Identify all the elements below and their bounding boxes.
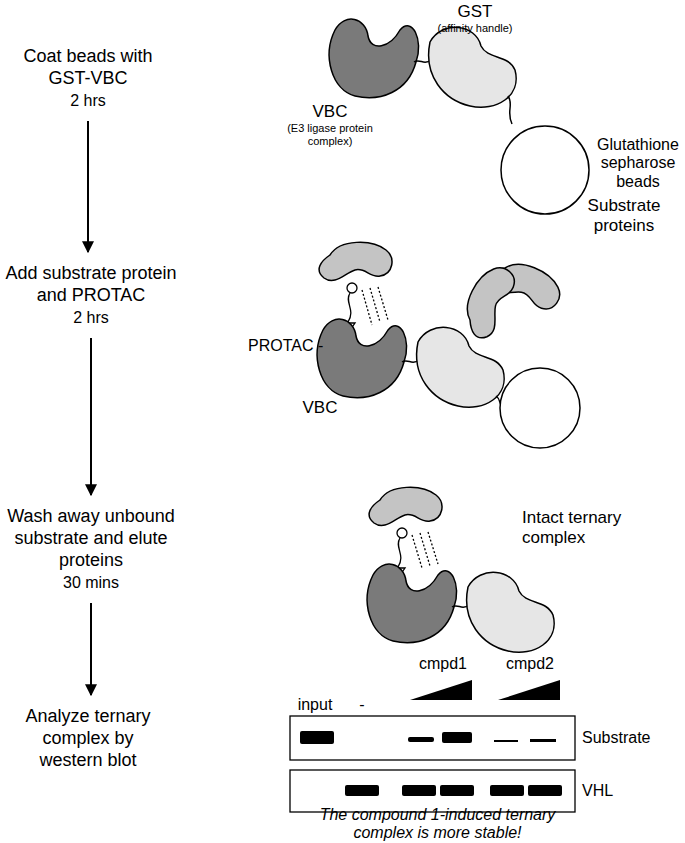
blot-band xyxy=(490,785,524,796)
figure-label: Glutathione sepharose beads xyxy=(592,136,684,191)
figure-label: The compound 1-induced ternary complex i… xyxy=(305,806,570,843)
figure-label: (E3 ligase protein complex) xyxy=(285,122,375,147)
figure-label: cmpd2 xyxy=(498,655,562,673)
figure-label: GST xyxy=(440,2,510,22)
blot-panel xyxy=(290,716,575,760)
figure-label: VHL xyxy=(582,782,682,800)
linker xyxy=(508,96,512,124)
step-text: Coat beads with GST-VBC xyxy=(13,45,163,89)
flow-arrow xyxy=(90,603,92,695)
blot-band xyxy=(530,739,556,742)
gst-protein xyxy=(429,27,517,107)
step-duration: 30 mins xyxy=(0,573,182,593)
dose-wedge xyxy=(410,680,472,700)
figure-label: Intact ternary complex xyxy=(522,508,652,547)
gst-protein xyxy=(467,572,555,652)
blot-band xyxy=(494,740,518,742)
figure-label: cmpd1 xyxy=(411,655,475,673)
step-text: Add substrate protein and PROTAC xyxy=(0,262,182,306)
protac-linker xyxy=(398,538,401,567)
bound-substrate xyxy=(369,487,442,525)
blot-band xyxy=(528,785,562,796)
interaction-lines xyxy=(412,532,438,568)
figure-label: - xyxy=(352,696,372,714)
figure-label: VBC xyxy=(290,398,350,418)
step-box: Coat beads with GST-VBC2 hrs xyxy=(13,45,163,111)
protac-warhead xyxy=(397,528,407,538)
vbc-protein xyxy=(317,319,406,398)
sepharose-bead xyxy=(500,368,580,448)
figure-label: VBC xyxy=(300,102,360,122)
flow-arrow xyxy=(90,338,92,495)
protac-linker xyxy=(348,293,351,322)
protac-warhead xyxy=(347,283,357,293)
step-box: Add substrate protein and PROTAC2 hrs xyxy=(0,262,182,328)
blot-band xyxy=(408,737,434,742)
step-duration: 2 hrs xyxy=(13,91,163,111)
flow-arrow xyxy=(87,121,89,252)
free-substrate xyxy=(454,260,524,342)
gst-protein xyxy=(417,327,505,407)
sepharose-bead xyxy=(501,126,589,214)
blot-panel xyxy=(290,770,575,812)
vbc-protein xyxy=(367,564,456,643)
western-blot xyxy=(290,680,575,812)
figure-label: PROTAC - xyxy=(248,337,338,355)
panel-one xyxy=(329,19,589,214)
panel-two xyxy=(317,242,580,448)
step-text: Wash away unbound substrate and elute pr… xyxy=(0,505,182,571)
blot-band xyxy=(440,785,474,796)
figure-label: (affinity handle) xyxy=(420,22,530,35)
step-box: Wash away unbound substrate and elute pr… xyxy=(0,505,182,593)
vbc-protein xyxy=(329,19,418,98)
bound-substrate xyxy=(319,242,392,280)
blot-band xyxy=(300,731,334,744)
dose-wedge xyxy=(498,680,560,700)
blot-band xyxy=(442,732,472,743)
figure-label: Substrate xyxy=(582,729,682,747)
step-box: Analyze ternary complex by western blot xyxy=(13,705,163,771)
step-text: Analyze ternary complex by western blot xyxy=(13,705,163,771)
blot-band xyxy=(402,785,436,796)
blot-band xyxy=(345,785,379,796)
figure-label: Substrate proteins xyxy=(572,196,676,235)
figure-label: input xyxy=(290,696,340,714)
step-duration: 2 hrs xyxy=(0,308,182,328)
interaction-lines xyxy=(362,287,388,325)
